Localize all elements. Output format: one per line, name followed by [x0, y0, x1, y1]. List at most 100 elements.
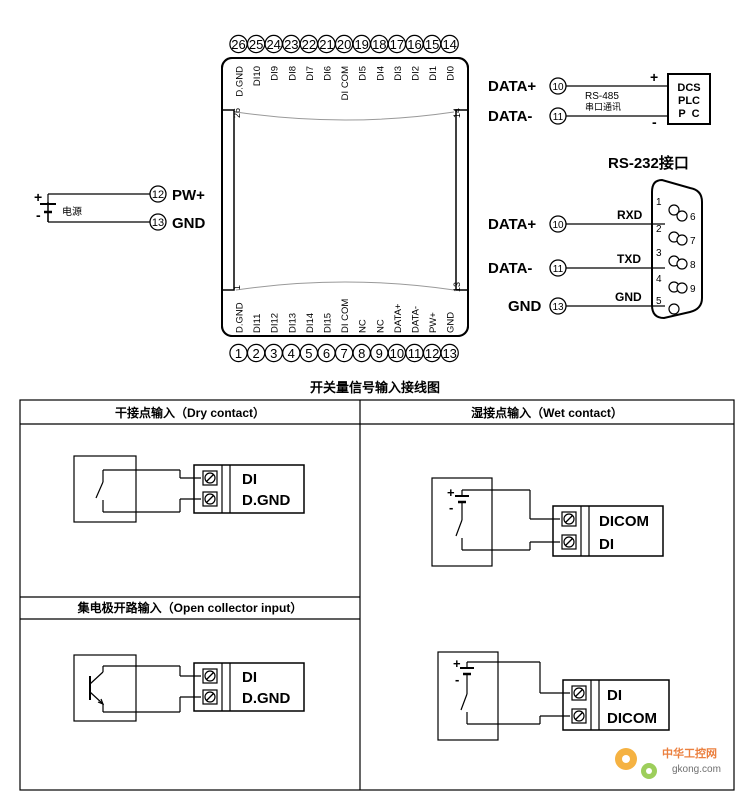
rs232-title: RS-232接口 — [608, 154, 689, 172]
pin-label: D.GND — [235, 66, 246, 97]
gnd-pin: 13 — [152, 217, 164, 229]
wet1-plus: + — [447, 485, 455, 500]
pin-number: 23 — [284, 37, 298, 52]
rs232-data-minus-label: DATA- — [488, 260, 532, 277]
pin-label: DI0 — [446, 66, 457, 81]
pin-number: 15 — [425, 37, 439, 52]
wet1-term-dicom: DICOM — [599, 513, 649, 530]
pin-label: DI4 — [375, 66, 386, 81]
pin-circle — [440, 343, 459, 363]
pin-number: 12 — [425, 346, 439, 361]
rs232-data-minus-pin: 11 — [553, 264, 564, 275]
db9-pin — [668, 303, 680, 315]
pin-number: 22 — [302, 37, 316, 52]
pin-number: 2 — [252, 346, 259, 361]
pin-number: 5 — [305, 346, 312, 361]
corner-14: 14 — [452, 108, 462, 118]
wet1-minus: - — [449, 500, 453, 515]
rs485-data-minus-label: DATA- — [488, 108, 532, 125]
pin-label: PW+ — [428, 312, 439, 333]
rs485-data-plus-label: DATA+ — [488, 78, 536, 95]
pin-number: 9 — [376, 346, 383, 361]
pin-label: D.GND — [235, 302, 246, 333]
db9-pin-number: 5 — [656, 296, 662, 307]
db9-pin-number: 3 — [656, 248, 662, 259]
plc-label: PLC — [678, 95, 700, 107]
dcs-label: DCS — [677, 82, 700, 94]
rs232-data-plus-pin: 10 — [552, 220, 564, 231]
pin-label: DI COM — [340, 66, 351, 100]
pin-label: DI11 — [252, 314, 263, 333]
db9-pin-number: 7 — [690, 236, 696, 247]
rs232-data-plus-label: DATA+ — [488, 216, 536, 233]
db9-pin-number: 8 — [690, 260, 696, 271]
db9-pin-number: 6 — [690, 212, 696, 223]
pin-number: 24 — [266, 37, 280, 52]
power-supply: + - 电源 12 PW+ 13 GND — [34, 185, 206, 232]
pin-label: DI12 — [270, 313, 281, 333]
pin-label: DI7 — [305, 66, 316, 81]
wet-contact-diagram-2 — [437, 651, 670, 741]
pin-label: DI2 — [411, 66, 422, 81]
corner-1: 1 — [232, 285, 242, 290]
pin-number: 18 — [372, 37, 386, 52]
pin-label: DI10 — [252, 66, 263, 86]
rs485-data-plus-pin: 10 — [552, 82, 564, 93]
pc-label: P C — [678, 108, 699, 120]
open-collector-diagram — [73, 654, 305, 722]
wet2-minus: - — [455, 672, 459, 687]
rs232-gnd-pin: 13 — [552, 302, 564, 313]
pin-label: DI6 — [323, 66, 334, 81]
pin-number: 10 — [390, 346, 404, 361]
pin-number: 25 — [249, 37, 263, 52]
pin-number: 6 — [323, 346, 330, 361]
pin-number: 13 — [442, 346, 456, 361]
rxd-label: RXD — [617, 208, 643, 222]
oc-term-di: DI — [242, 669, 257, 686]
dry-term-di: DI — [242, 471, 257, 488]
gnd-232-label: GND — [615, 290, 642, 304]
wet2-plus: + — [453, 656, 461, 671]
power-minus: - — [36, 207, 41, 223]
pin-label: DI15 — [323, 313, 334, 333]
gnd-label: GND — [172, 215, 206, 232]
rs485-bus-sub: 串口通讯 — [585, 102, 621, 112]
pin-number: 19 — [354, 37, 368, 52]
pin-number: 8 — [358, 346, 365, 361]
pin-label: DI1 — [428, 66, 439, 81]
pin-label: DI3 — [393, 66, 404, 81]
pin-number: 16 — [407, 37, 421, 52]
dry-contact-title: 干接点输入（Dry contact） — [115, 405, 265, 420]
pin-label: DATA+ — [393, 303, 404, 333]
db9-pin — [676, 234, 688, 246]
pin-number: 17 — [390, 37, 404, 52]
pin-number: 14 — [442, 37, 456, 52]
module: 26 14 1 13 — [221, 57, 469, 337]
rs232-gnd-label: GND — [508, 298, 542, 315]
pin-label: DI9 — [270, 66, 281, 81]
pin-label: NC — [358, 319, 369, 333]
power-label: 电源 — [62, 205, 82, 218]
pin-label: DI5 — [358, 66, 369, 81]
wet1-term-di: DI — [599, 536, 614, 553]
pin-label: DATA- — [411, 306, 422, 333]
wet-contact-diagram-1 — [431, 477, 664, 567]
pin-number: 26 — [231, 37, 245, 52]
db9-pin-number: 9 — [690, 284, 696, 295]
wet2-term-di: DI — [607, 687, 622, 704]
oc-term-dgnd: D.GND — [242, 690, 291, 707]
pin-label: DI14 — [305, 313, 316, 333]
pin-number: 20 — [337, 37, 351, 52]
wet2-term-dicom: DICOM — [607, 710, 657, 727]
watermark-main: 中华工控网 — [662, 746, 717, 760]
corner-26: 26 — [232, 108, 242, 118]
db9-pin-number: 1 — [656, 197, 662, 208]
pin-number: 7 — [340, 346, 347, 361]
db9-pin-number: 4 — [656, 274, 662, 285]
wiring-table — [19, 399, 735, 791]
